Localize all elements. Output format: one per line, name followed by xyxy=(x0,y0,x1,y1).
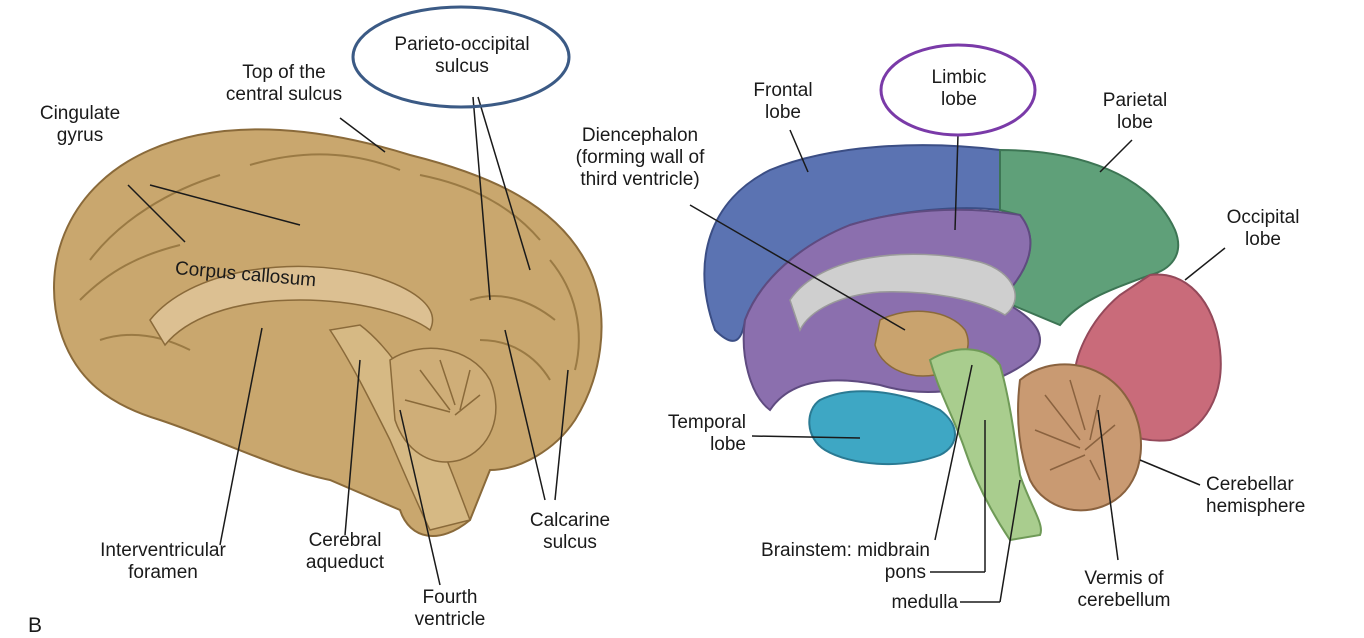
label-calcarine-sulcus: Calcarine sulcus xyxy=(529,510,611,553)
label-pons: pons xyxy=(884,562,926,583)
limbic-lobe-highlight xyxy=(879,43,1037,137)
label-vermis-cerebellum: Vermis of cerebellum xyxy=(1077,568,1171,611)
label-top-central-sulcus: Top of the central sulcus xyxy=(225,62,343,105)
label-fourth-ventricle: Fourth ventricle xyxy=(414,587,486,630)
label-interventricular-foramen: Interventricular foramen xyxy=(100,540,226,583)
left-cerebellum xyxy=(389,347,497,463)
label-diencephalon: Diencephalon (forming wall of third vent… xyxy=(575,125,705,190)
right-leader-lines xyxy=(689,129,1226,603)
left-leader-lines xyxy=(127,96,569,586)
label-brainstem-midbrain: Brainstem: midbrain xyxy=(761,540,930,561)
right-brain-colored xyxy=(703,144,1222,542)
left-brain-specimen xyxy=(53,128,603,537)
label-cerebellar-hemisphere: Cerebellar hemisphere xyxy=(1206,474,1306,517)
label-cerebral-aqueduct: Cerebral aqueduct xyxy=(305,530,385,573)
label-cingulate-gyrus: Cingulate gyrus xyxy=(39,103,121,146)
left-corpus-callosum xyxy=(149,265,434,347)
label-occipital-lobe: Occipital lobe xyxy=(1226,207,1300,250)
label-frontal-lobe: Frontal lobe xyxy=(753,80,813,123)
parieto-occipital-highlight xyxy=(351,5,571,109)
label-parieto-occipital-sulcus: Parieto-occipital sulcus xyxy=(394,34,530,77)
left-cerebrum xyxy=(53,128,603,537)
label-temporal-lobe: Temporal lobe xyxy=(667,412,746,455)
label-parietal-lobe: Parietal lobe xyxy=(1102,90,1168,133)
cerebellum-region xyxy=(1017,363,1142,512)
label-medulla: medulla xyxy=(891,592,958,613)
callosum-region xyxy=(789,253,1016,332)
left-gyri-texture xyxy=(79,153,580,381)
panel-letter: B xyxy=(28,614,43,637)
temporal-lobe-region xyxy=(808,390,956,466)
label-limbic-lobe: Limbic lobe xyxy=(931,67,987,110)
